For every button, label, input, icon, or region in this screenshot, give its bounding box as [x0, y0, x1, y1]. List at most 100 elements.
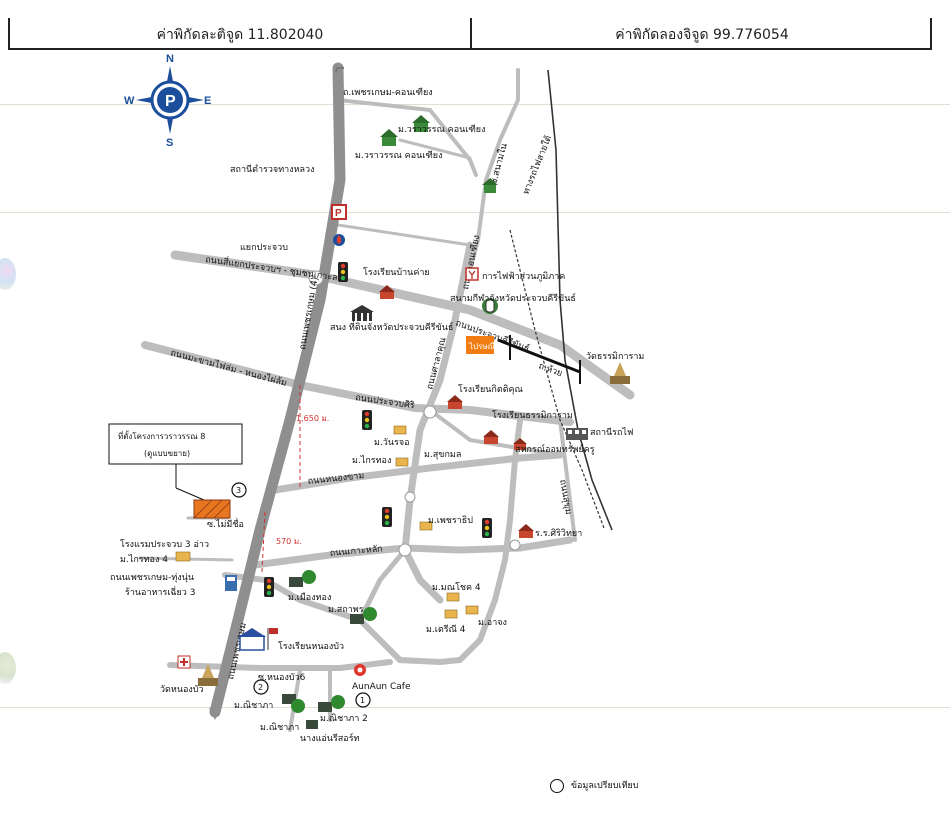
- school-icon: [238, 628, 278, 651]
- label-wat-nongbua: วัดหนองบัว: [160, 685, 204, 695]
- school-icon: [483, 430, 499, 444]
- scan-line-top: [0, 104, 950, 105]
- school-icon: [379, 285, 395, 299]
- label-soi-nongbua: ซ.หนองบัว6: [258, 673, 306, 683]
- label-m-nichapha-2: ม.ณิชาภา 2: [320, 713, 368, 724]
- label-intersection: แยกประจวบ: [240, 243, 288, 253]
- label-school-thammikaram: โรงเรียนธรรมิการาม: [492, 410, 573, 421]
- house-icon: [395, 457, 409, 467]
- label-land-office: สนง ที่ดินจังหวัดประจวบคีรีขันธ์: [330, 320, 453, 333]
- label-school-kittikhun: โรงเรียนกิตติคุณ: [458, 384, 523, 395]
- compass-e: E: [204, 95, 211, 107]
- road-label-nongkham: ถนนหนองขาม: [307, 471, 365, 487]
- coordinate-divider: [470, 18, 472, 48]
- road-sierng-prachuap: [170, 250, 635, 400]
- label-m-atcharee-4: ม.เตรีณี 4: [426, 624, 466, 635]
- label-m-manchoke-4: ม.มณโชค 4: [432, 582, 481, 593]
- temple-icon: [198, 664, 218, 686]
- traffic-light-icon: [362, 410, 372, 430]
- label-school-bankhai: โรงเรียนบ้านค่าย: [363, 267, 430, 278]
- label-wararom-2: ม.วราวรรณ คอนเฑียง: [355, 150, 442, 161]
- secondary-roads: [138, 68, 635, 732]
- road-central-ns: [401, 241, 474, 604]
- village-icon: [350, 607, 377, 624]
- distance-570: 570 ม.: [276, 537, 302, 546]
- village-icon: [289, 570, 316, 587]
- house-icon: [393, 425, 407, 435]
- house-icon: [419, 521, 433, 531]
- latitude-label: ค่าพิกัดละติจูด 11.802040: [156, 27, 324, 43]
- label-m-sukkamol: ม.สุขกมล: [424, 450, 461, 460]
- village-icon: [318, 695, 345, 712]
- village-icon: [380, 129, 398, 146]
- label-m-nichapha: ม.ณิชาภา: [234, 700, 273, 711]
- traffic-light-icon: [482, 518, 492, 538]
- village-icons: [282, 115, 498, 729]
- label-m-nichapha-3: ม.ณิชาภา: [260, 722, 299, 733]
- house-icon: [444, 609, 458, 619]
- punch-hole-top: [0, 258, 16, 290]
- compass-n: N: [166, 53, 174, 65]
- police-icon: P: [331, 204, 347, 220]
- svg-text:ไปรษณีย์: ไปรษณีย์: [468, 341, 500, 351]
- scan-line-bottom: [0, 707, 950, 708]
- village-icon: [482, 178, 498, 193]
- road-label-kolak: ถนนเกาะหลัก: [329, 544, 383, 559]
- road-phetkasem-khonthiang: [336, 98, 478, 177]
- school-icon: [513, 438, 527, 450]
- label-m-mueang-thong: ม.เมืองทอง: [288, 592, 331, 603]
- post-office-icon: ไปรษณีย์: [466, 336, 500, 354]
- main-road-phetkasem: [209, 62, 346, 720]
- school-icon: [447, 395, 463, 409]
- label-wararom-1: ม.วราวรรณ คอนเฑียง: [398, 124, 485, 135]
- label-resort: นางแอ่นรีสอร์ท: [300, 732, 360, 744]
- road-label-prachuap-siri: ถนนประจวบศิริ: [355, 392, 416, 411]
- label-aun-cafe: AunAun Cafe: [352, 682, 411, 692]
- label-m-phetcharat: ม.เพชราธิป: [428, 515, 473, 526]
- road-label-east: ถนนสุขุม: [557, 479, 573, 516]
- house-icon: [446, 592, 460, 602]
- marker-3: 3: [236, 486, 241, 495]
- label-school-sirivittaya: ร.ร.ศิริวิทยา: [535, 528, 582, 539]
- longitude-label: ค่าพิกัดลองจิจูด 99.776054: [615, 27, 789, 43]
- road-rail-side: [558, 418, 577, 542]
- road-label-phetkasem-khonthiang: ถ.เพชรเกษม-คอนเฑียง: [343, 87, 433, 98]
- gas-station-icon: [333, 234, 345, 246]
- road-upper-right: [468, 68, 520, 272]
- punch-hole-bottom: [0, 652, 16, 684]
- label-stadium: สนามกีฬาจังหวัดประจวบคีรีขันธ์: [450, 292, 576, 304]
- road-lower-branch: [357, 547, 408, 623]
- svg-text:P: P: [335, 208, 342, 219]
- railway: [497, 69, 613, 531]
- school-icon: [518, 524, 534, 538]
- label-train-station: สถานีรถไฟ: [590, 427, 633, 438]
- house-icon: [465, 605, 479, 615]
- marker-1: 1: [360, 696, 365, 705]
- compass-logo-letter: P: [165, 93, 176, 110]
- hospital-icon: [177, 655, 191, 669]
- compass-s: S: [166, 137, 173, 149]
- building-icon: [225, 575, 237, 591]
- legend-circle-icon: [550, 778, 564, 793]
- project-site: [175, 464, 231, 519]
- village-icon: [282, 694, 305, 713]
- label-hotel: โรงแรมประจวบ 3 อ่าว: [120, 539, 209, 550]
- house-icons: [175, 425, 479, 619]
- label-school-nongbua: โรงเรียนหนองบัว: [278, 641, 344, 652]
- road-sukhum: [428, 408, 562, 457]
- cafe-icon: [354, 664, 366, 676]
- distance-1650: 1,650 ม.: [296, 414, 329, 423]
- label-wat-thammikaram: วัดธรรมิการาม: [586, 351, 644, 362]
- traffic-light-icon: [264, 577, 274, 597]
- distance-markers: 1,650 ม. 570 ม.: [261, 385, 329, 573]
- legend: ข้อมูลเปรียบเทียบ: [550, 778, 639, 793]
- compass-rose: P N S E W: [124, 53, 211, 149]
- label-police: สถานีตำรวจทางหลวง: [230, 164, 315, 175]
- label-sahakorn: สหกรณ์ออมทรัพย์ครู: [515, 443, 595, 455]
- road-police-east: [336, 223, 472, 247]
- project-box-line1: ที่ตั้งโครงการวราวรรณ 8: [118, 430, 205, 441]
- project-callout-box: ที่ตั้งโครงการวราวรรณ 8 (ดูแบบขยาย): [108, 423, 243, 465]
- land-office-icon: [350, 305, 374, 321]
- label-pea: การไฟฟ้าส่วนภูมิภาค: [482, 271, 565, 282]
- label-m-kraithong: ม.ไกรทอง: [352, 455, 391, 466]
